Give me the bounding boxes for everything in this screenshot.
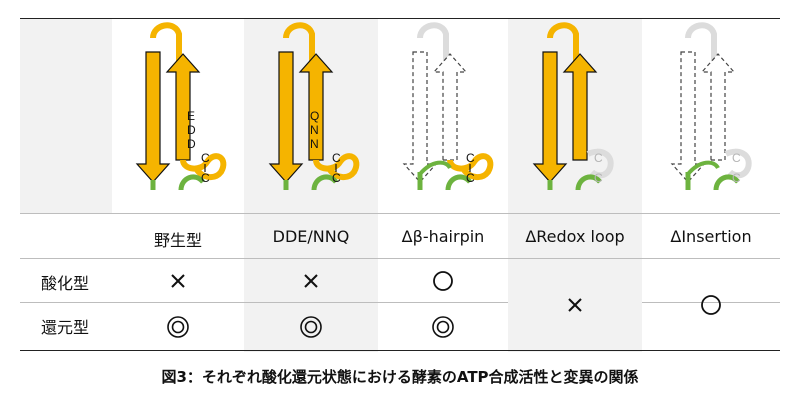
strand-letter: E	[187, 109, 195, 123]
activity-table: E D D C C Q N N C C C C	[20, 18, 780, 352]
cross-icon	[244, 262, 378, 300]
cysteine-label: C	[201, 171, 210, 185]
circle-icon	[378, 262, 508, 300]
column-label-redox-loop: ΔRedox loop	[525, 227, 625, 246]
cysteine-label: C	[594, 151, 603, 165]
row-rule-2	[20, 302, 508, 303]
row-label-oxidized: 酸化型	[40, 274, 89, 293]
cross-icon	[112, 262, 244, 300]
figure-caption: 図3：それぞれ酸化還元状態における酵素のATP合成活性と変異の関係	[161, 368, 639, 386]
cysteine-label: C	[332, 171, 341, 185]
circle-icon	[642, 262, 780, 348]
header-rule	[20, 213, 780, 214]
structure-diagram-beta-hairpin-deletion: C C	[402, 22, 494, 190]
row-rule-2b	[642, 302, 780, 303]
double-circle-icon	[378, 306, 508, 348]
column-label-insertion: ΔInsertion	[670, 227, 752, 246]
strand-letter: N	[310, 123, 319, 137]
cysteine-label: C	[332, 151, 341, 165]
cysteine-label: C	[466, 171, 475, 185]
cysteine-label: C	[201, 151, 210, 165]
corner-shade	[20, 18, 112, 213]
column-label-wild-type: 野生型	[153, 231, 202, 250]
double-circle-icon	[112, 306, 244, 348]
strand-letter: D	[187, 123, 196, 137]
double-circle-icon	[244, 306, 378, 348]
row-rule-1	[20, 258, 780, 259]
column-label-beta-hairpin: Δβ-hairpin	[401, 227, 485, 246]
structure-diagram-dde-nnq: Q N N C C	[268, 22, 360, 190]
column-label-dde-nnq: DDE/NNQ	[272, 227, 350, 246]
strand-letter: D	[187, 137, 196, 151]
cross-icon	[508, 262, 642, 348]
cysteine-label: C	[732, 171, 741, 185]
bottom-rule	[20, 350, 780, 351]
cysteine-label: C	[594, 171, 603, 185]
row-label-reduced: 還元型	[40, 318, 89, 337]
cysteine-label: C	[466, 151, 475, 165]
strand-letter: Q	[310, 109, 319, 123]
top-rule	[20, 18, 780, 19]
strand-letter: N	[310, 137, 319, 151]
structure-diagram-redox-loop-deletion: C C	[532, 22, 614, 190]
structure-diagram-wild-type: E D D C C	[135, 22, 227, 190]
cysteine-label: C	[732, 151, 741, 165]
structure-diagram-insertion-deletion: C C	[670, 22, 752, 190]
